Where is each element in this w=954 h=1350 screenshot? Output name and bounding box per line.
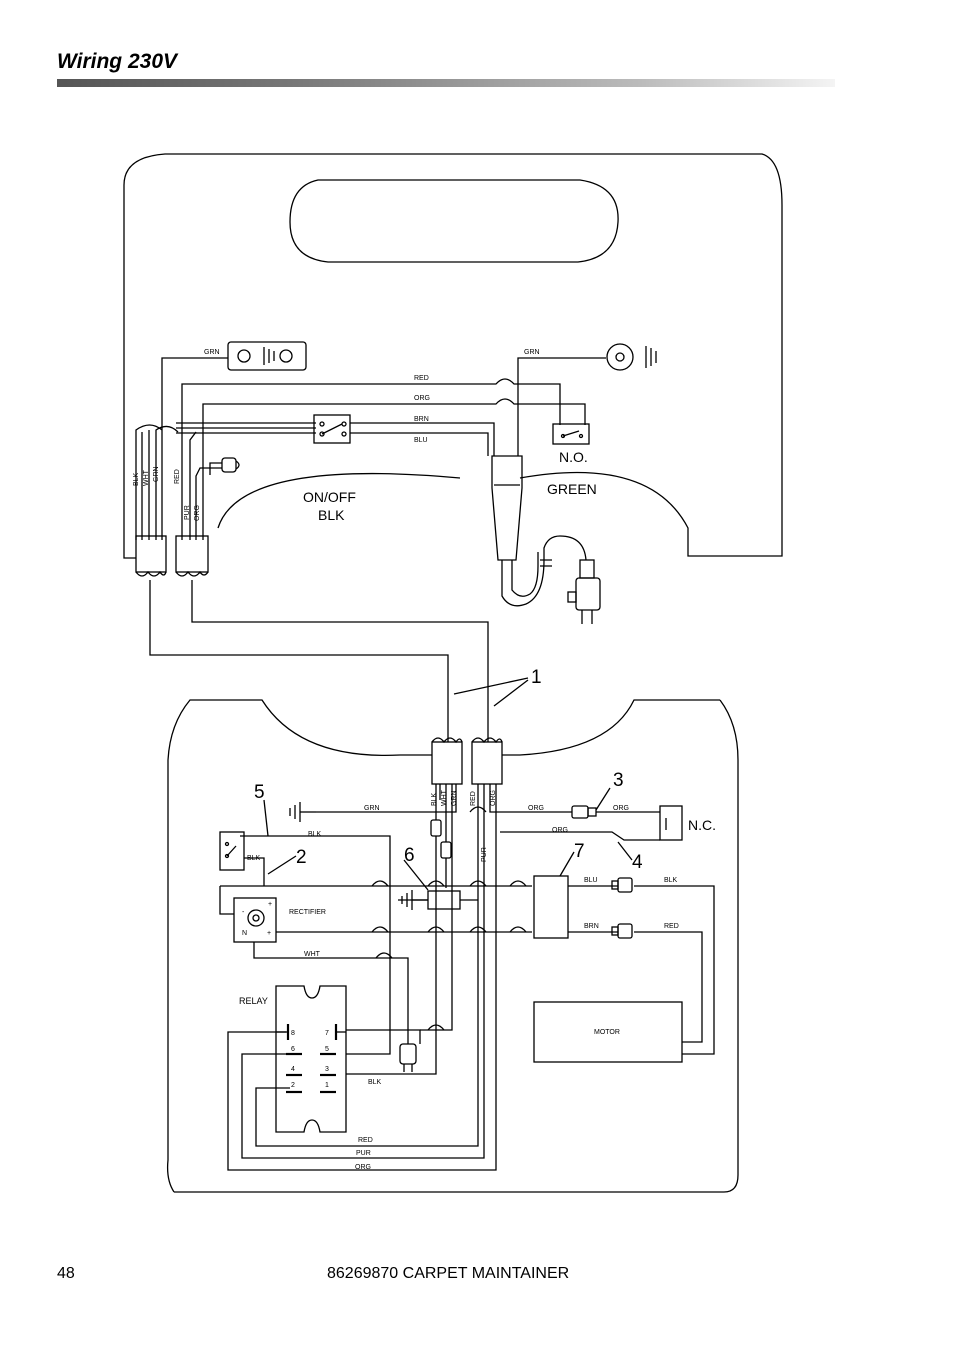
wire-label: GRN [153,466,160,482]
wire-label: RED [174,469,181,484]
footer-document-title: 86269870 CARPET MAINTAINER [327,1265,570,1282]
svg-text:1: 1 [325,1082,329,1089]
lower-switch [219,831,245,871]
motor [533,1001,683,1063]
onoff-blk-label: BLK [318,507,345,523]
wire-label: PUR [356,1150,371,1157]
rectifier-label: RECTIFIER [289,909,326,916]
wire-label: BRN [414,416,429,423]
svg-text:-: - [242,909,245,916]
ground-stud-upper-right [606,343,657,371]
wire-label: ORG [414,395,430,402]
wire-label: ORG [490,790,497,806]
svg-text:8: 8 [291,1030,295,1037]
wire-label: BLU [414,437,428,444]
upper-switch [313,414,351,444]
green-label: GREEN [547,481,597,497]
ground-lower-mid [401,890,461,910]
callout-number: 5 [254,782,265,803]
svg-text:5: 5 [325,1046,329,1053]
wire-label: RED [664,923,679,930]
wire-label: WHT [304,951,321,958]
lower-connectors [400,737,520,785]
wire-label: BLK [368,1079,382,1086]
inline-connectors [399,805,633,1072]
callout-number: 1 [531,667,542,688]
wire-label: RED [414,375,429,382]
wire-label: BLK [431,792,438,806]
upper-connectors [135,457,240,577]
nc-switch [659,805,683,841]
power-cord [491,455,601,624]
ground-plate-upper-left [227,341,307,371]
svg-text:3: 3 [325,1066,329,1073]
title-rule [57,79,835,87]
no-switch-label: N.O. [559,449,588,465]
wire-crossovers [371,806,527,1031]
wire-label: ORG [613,805,629,812]
wire-label: GRN [451,790,458,806]
lower-housing-outline [166,699,739,1193]
svg-text:4: 4 [291,1066,295,1073]
ground-lower-left [289,802,316,822]
wire-label: BLK [133,472,140,486]
callout-number: 6 [404,845,415,866]
wire-label: RED [358,1137,373,1144]
wire-label: BLK [664,877,678,884]
lower-wires [219,784,715,1171]
callout-number: 7 [574,841,585,862]
wire-label: GRN [204,349,220,356]
wire-label: ORG [552,827,568,834]
wire-label: WHT [441,789,448,806]
motor-label: MOTOR [594,1029,620,1036]
relay: 8 7 6 5 4 3 2 1 [275,985,347,1133]
callout-number: 4 [632,852,643,873]
capacitor [533,875,569,939]
onoff-label: ON/OFF [303,489,356,505]
rectifier: - + N + [233,897,277,943]
upper-housing-outline [123,153,783,559]
svg-text:+: + [267,930,271,937]
callout-1: 1 [453,667,542,707]
nc-switch-label: N.C. [688,817,716,833]
page-title: Wiring 230V [57,50,178,73]
svg-text:N: N [242,930,247,937]
wire-label: WHT [143,469,150,486]
wire-label: PUR [481,847,488,862]
lower-wire-labels: BLK WHT GRN RED ORG PUR GRN BLK BLK ORG … [239,770,716,1171]
wire-label: BLU [584,877,598,884]
svg-text:7: 7 [325,1030,329,1037]
upper-wire-labels: GRN GRN RED ORG BRN BLU BLK WHT GRN RED … [133,349,597,523]
wire-label: PUR [184,505,191,520]
svg-text:2: 2 [291,1082,295,1089]
svg-text:6: 6 [291,1046,295,1053]
no-switch [552,423,590,445]
callout-number: 2 [296,847,307,868]
wire-label: BRN [584,923,599,930]
wire-label: RED [470,791,477,806]
page-number: 48 [57,1265,75,1282]
wire-label: GRN [364,805,380,812]
relay-label: RELAY [239,996,268,1006]
upper-wires [135,357,606,742]
wire-label: GRN [524,349,540,356]
wire-label: ORG [194,505,201,521]
wire-label: ORG [528,805,544,812]
wire-label: BLK [247,855,261,862]
wire-label: ORG [355,1164,371,1171]
callout-number: 3 [613,770,624,791]
wire-label: BLK [308,831,322,838]
callout-leaders [263,787,633,891]
svg-text:+: + [268,901,272,908]
